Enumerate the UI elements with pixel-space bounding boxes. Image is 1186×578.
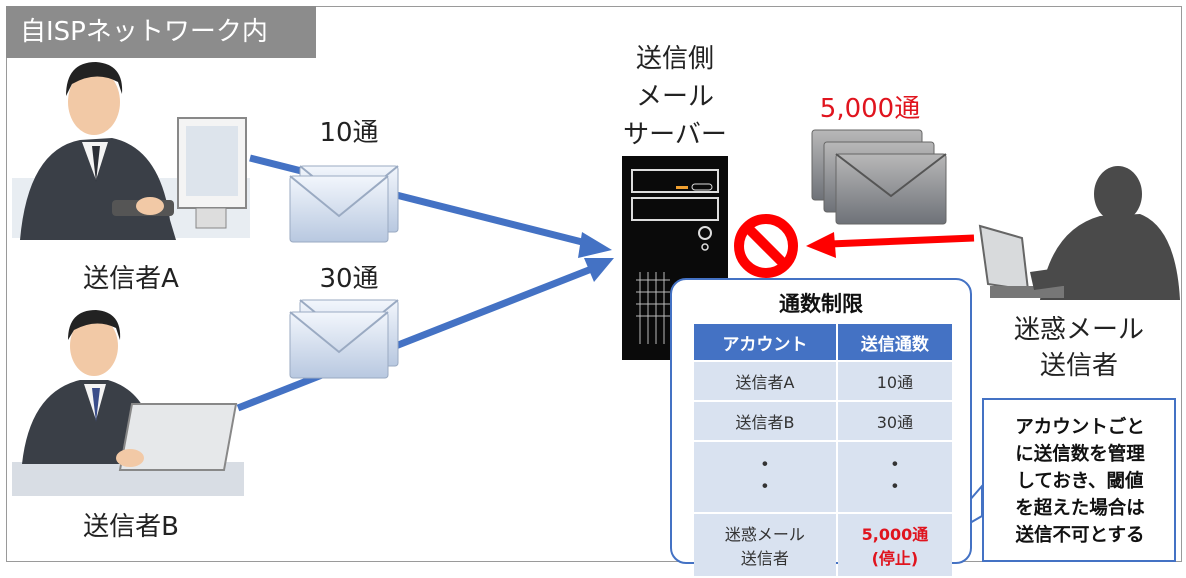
envelope-stack-a (289, 165, 399, 243)
sender-b-count: 30通 (319, 264, 379, 294)
block-icon (734, 214, 798, 278)
cell-count-blocked: 5,000通 (停止) (837, 514, 952, 576)
callout-text: アカウントごと に送信数を管理 しておき、閾値 を超えた場合は 送信不可とする (990, 414, 1170, 549)
cell-note: (停止) (871, 549, 919, 568)
spammer-illustration (978, 166, 1180, 300)
sender-b-illustration (12, 310, 244, 496)
callout-line: 送信不可とする (1015, 525, 1145, 546)
cell-count: 10通 (837, 362, 952, 400)
envelope-stack-b (289, 299, 399, 379)
arrow-spammer (806, 232, 975, 258)
cell-account: 送信者A (694, 362, 836, 400)
server-label: 送信側 メール サーバー (600, 40, 750, 154)
cell-ellipsis: ・ ・ (837, 442, 952, 512)
server-label-line: 送信側 (635, 44, 714, 74)
table-row: 送信者A 10通 (694, 362, 952, 400)
sender-a-count: 10通 (319, 118, 379, 148)
spammer-label-line: 送信者 (1039, 351, 1118, 381)
limit-table: アカウント 送信通数 送信者A 10通 送信者B 30通 ・ ・ ・ ・ 迷惑メ… (692, 322, 954, 578)
cell-line: 送信者 (740, 549, 789, 568)
sender-a-illustration (12, 62, 250, 240)
limit-table-title: 通数制限 (779, 292, 863, 316)
cell-line: 迷惑メール (724, 525, 805, 544)
dot: ・ (883, 453, 906, 478)
column-header-account: アカウント (694, 324, 836, 360)
table-row-spammer: 迷惑メール 送信者 5,000通 (停止) (694, 514, 952, 576)
envelope-stack-spam (811, 129, 947, 225)
callout-box: アカウントごと に送信数を管理 しておき、閾値 を超えた場合は 送信不可とする (982, 398, 1176, 562)
limit-table-panel: 通数制限 アカウント 送信通数 送信者A 10通 送信者B 30通 ・ ・ ・ … (670, 278, 972, 576)
callout-line: アカウントごと (1015, 417, 1145, 438)
table-row-ellipsis: ・ ・ ・ ・ (694, 442, 952, 512)
spammer-label: 迷惑メール 送信者 (994, 312, 1164, 384)
region-label: 自ISPネットワーク内 (6, 6, 316, 58)
sender-b-label: 送信者B (83, 512, 179, 542)
diagram-art (12, 62, 1180, 547)
spam-count: 5,000通 (819, 94, 921, 124)
network-frame (6, 6, 1182, 562)
cell-ellipsis: ・ ・ (694, 442, 836, 512)
spammer-label-line: 迷惑メール (1013, 315, 1144, 345)
cell-account: 迷惑メール 送信者 (694, 514, 836, 576)
callout-line: を超えた場合は (1015, 498, 1145, 519)
dot: ・ (883, 475, 906, 500)
table-header-row: アカウント 送信通数 (694, 324, 952, 360)
callout-line: しておき、閾値 (1016, 471, 1144, 492)
sender-a-label: 送信者A (83, 264, 179, 294)
callout-line: に送信数を管理 (1015, 444, 1145, 465)
cell-line: 5,000通 (861, 525, 929, 544)
table-row: 送信者B 30通 (694, 402, 952, 440)
server-label-line: メール (635, 82, 714, 112)
dot: ・ (753, 453, 776, 478)
dot: ・ (753, 475, 776, 500)
column-header-count: 送信通数 (837, 324, 952, 360)
cell-account: 送信者B (694, 402, 836, 440)
cell-count: 30通 (837, 402, 952, 440)
arrow-sender-b (236, 258, 614, 412)
server-label-line: サーバー (623, 120, 727, 150)
